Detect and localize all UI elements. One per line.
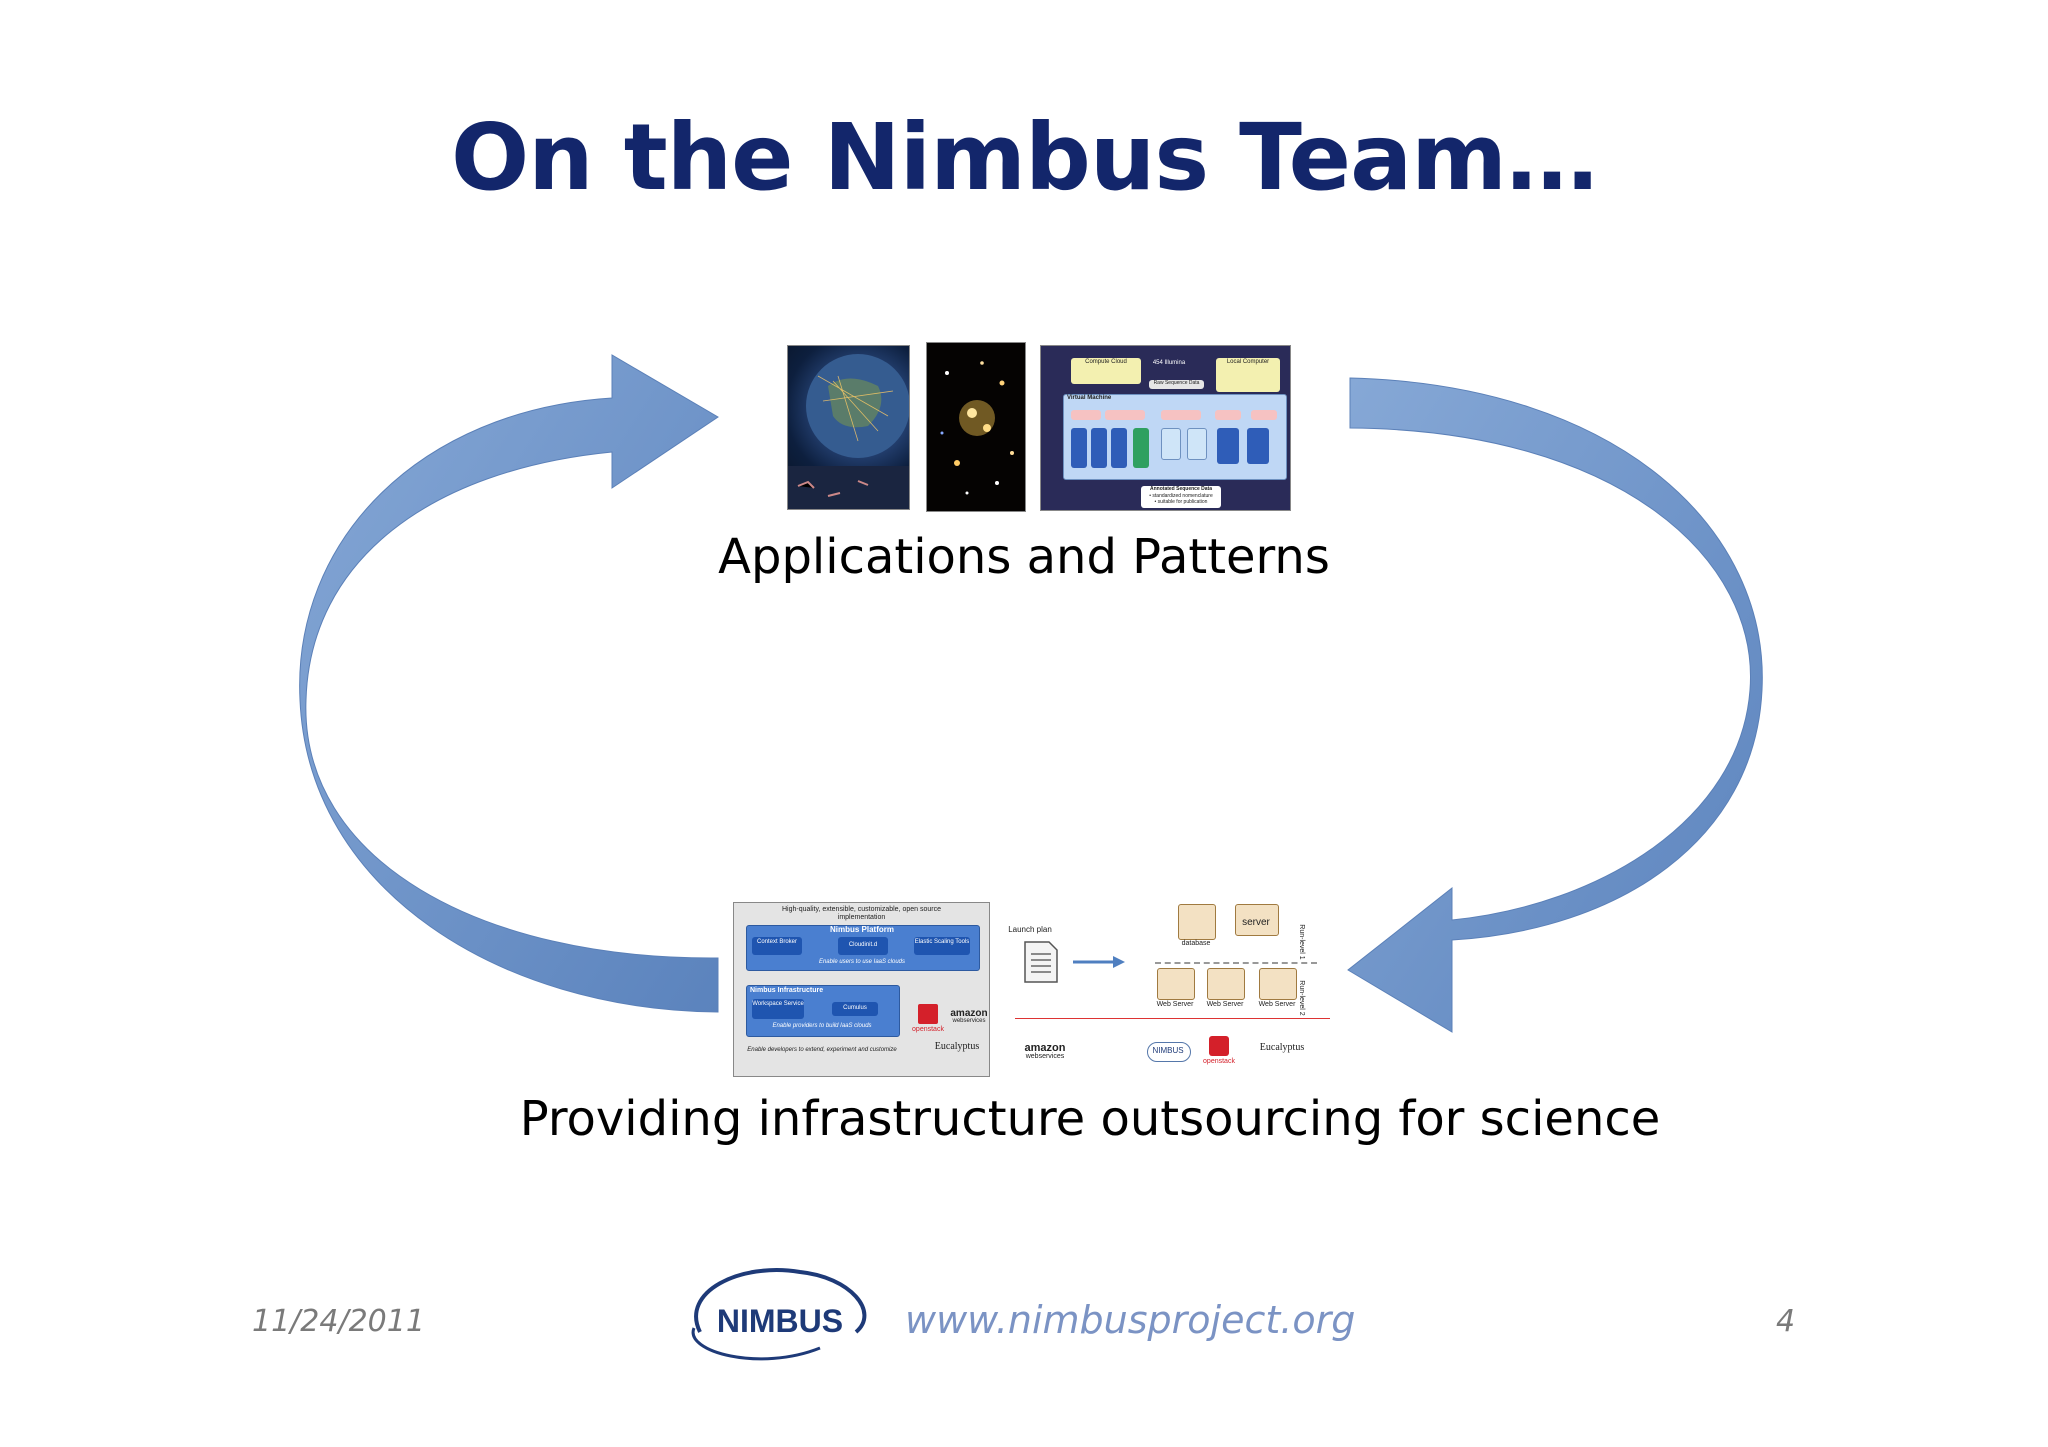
cycle-arrow-right-icon bbox=[1347, 377, 1763, 1033]
web-server-icon bbox=[1157, 968, 1195, 1000]
web-server-icon bbox=[1259, 968, 1297, 1000]
web-server-icon bbox=[1207, 968, 1245, 1000]
footer-url[interactable]: www.nimbusproject.org bbox=[905, 1298, 1356, 1342]
slide-title: On the Nimbus Team… bbox=[450, 104, 1598, 211]
openstack-logo bbox=[1209, 1036, 1229, 1056]
caption-applications: Applications and Patterns bbox=[718, 529, 1330, 585]
nimbus-logo: NIMBUS bbox=[691, 1268, 867, 1361]
openstack-logo bbox=[918, 1004, 938, 1024]
earth-network-image bbox=[787, 345, 910, 510]
galaxy-cluster-image bbox=[926, 342, 1026, 512]
caption-infrastructure: Providing infrastructure outsourcing for… bbox=[519, 1091, 1661, 1147]
svg-text:NIMBUS: NIMBUS bbox=[717, 1303, 843, 1339]
launch-plan-diagram: Launch plan database server Web Server W… bbox=[1005, 902, 1343, 1075]
cycle-arrow-left-icon bbox=[299, 354, 719, 1013]
document-icon bbox=[1024, 941, 1058, 983]
nimbus-platform-diagram: High-quality, extensible, customizable, … bbox=[733, 902, 990, 1077]
page-number: 4 bbox=[1776, 1304, 1796, 1339]
database-icon bbox=[1178, 904, 1216, 940]
footer-date: 11/24/2011 bbox=[252, 1304, 425, 1339]
sequencing-workflow-diagram: Compute Cloud 454 Illumina Raw Sequence … bbox=[1040, 345, 1291, 511]
